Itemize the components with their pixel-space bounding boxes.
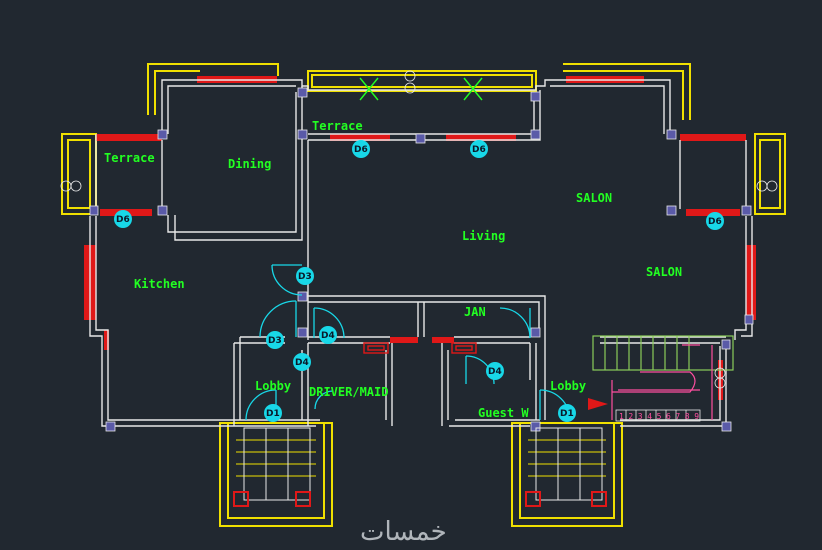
svg-text:D4: D4 [295,358,309,368]
door-tag-d4-b: D4 [293,353,311,371]
columns [89,87,754,432]
svg-text:D1: D1 [266,409,280,419]
door-tag-d3-a: D3 [296,267,314,285]
svg-text:D3: D3 [298,272,312,282]
door-tag-d3-b: D3 [266,331,284,349]
door-tag-d1-a: D1 [264,404,282,422]
door-tags: D6 D6 D6 D6 D3 D3 D4 D4 D4 D1 D1 [114,140,724,422]
svg-text:D6: D6 [116,215,130,225]
label-jan: JAN [464,305,486,319]
label-kitchen: Kitchen [134,277,185,291]
door-tag-d4-c: D4 [486,362,504,380]
fixtures [363,342,477,354]
stair-step-number: 4 [647,412,652,421]
label-lobby-right: Lobby [550,379,586,393]
sliding-doors [359,77,483,101]
stair-step-number: 5 [657,412,662,421]
door-tag-d6-c: D6 [470,140,488,158]
label-salon-2: SALON [646,265,682,279]
stair-step-number: 7 [675,412,680,421]
svg-text:D3: D3 [268,336,282,346]
label-terrace-left: Terrace [104,151,155,165]
stair-step-number: 6 [666,412,671,421]
elevation-markers [60,70,778,389]
label-lobby-left: Lobby [255,379,291,393]
windows [84,76,756,400]
door-tag-d6-a: D6 [114,210,132,228]
balcony-frames [61,63,786,527]
label-salon-1: SALON [576,191,612,205]
svg-text:D6: D6 [708,217,722,227]
door-tag-d4-a: D4 [319,326,337,344]
svg-text:D6: D6 [354,145,368,155]
door-tag-d1-b: D1 [558,404,576,422]
svg-text:D1: D1 [560,409,574,419]
room-labels: Terrace Dining Terrace SALON SALON Livin… [104,119,682,420]
stair-step-number: 9 [694,412,699,421]
stair-step-number: 3 [638,412,643,421]
label-driver-maid: DRIVER/MAID [309,385,388,399]
svg-text:D4: D4 [488,367,502,377]
label-dining: Dining [228,157,271,171]
entry-stairs [233,427,607,507]
door-tag-d6-d: D6 [706,212,724,230]
label-terrace-top: Terrace [312,119,363,133]
watermark: خمسات [360,517,447,547]
svg-text:D4: D4 [321,331,335,341]
svg-text:D6: D6 [472,145,486,155]
stair-step-number: 2 [628,412,633,421]
walls [89,79,753,427]
stair-step-number: 8 [685,412,690,421]
stair-step-number: 1 [619,412,624,421]
door-tag-d6-b: D6 [352,140,370,158]
label-living: Living [462,229,505,243]
label-guest-wc: Guest W [478,406,529,420]
